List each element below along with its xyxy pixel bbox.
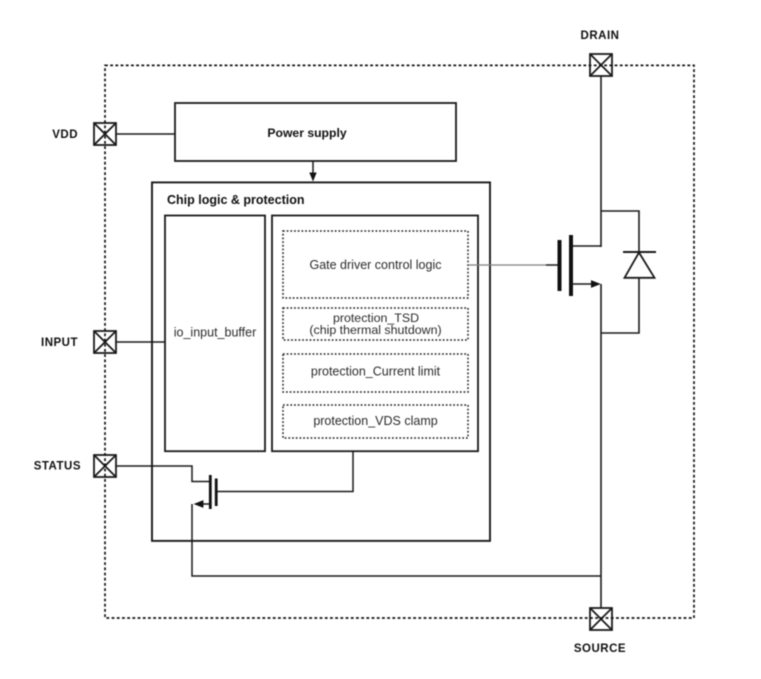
svg-text:DRAIN: DRAIN — [581, 30, 620, 42]
svg-text:protection_Current limit: protection_Current limit — [311, 365, 441, 379]
svg-text:Chip logic & protection: Chip logic & protection — [167, 193, 305, 207]
svg-text:Power supply: Power supply — [267, 126, 346, 140]
svg-text:protection_TSD: protection_TSD — [333, 311, 419, 325]
svg-text:protection_VDS clamp: protection_VDS clamp — [313, 414, 437, 428]
svg-text:SOURCE: SOURCE — [574, 643, 626, 655]
svg-text:io_input_buffer: io_input_buffer — [174, 326, 256, 340]
svg-text:INPUT: INPUT — [41, 337, 78, 349]
svg-text:VDD: VDD — [52, 129, 78, 141]
svg-text:STATUS: STATUS — [34, 461, 81, 473]
svg-text:Gate driver control logic: Gate driver control logic — [309, 258, 441, 272]
svg-text:(chip thermal shutdown): (chip thermal shutdown) — [309, 323, 441, 337]
